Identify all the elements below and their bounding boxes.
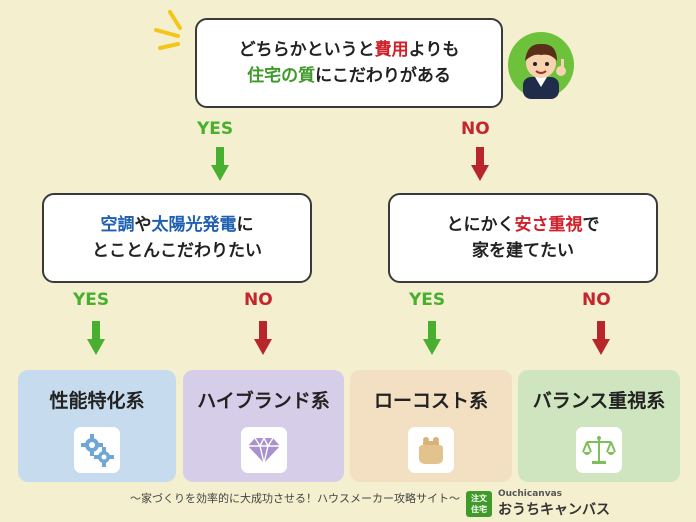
arrow-down-yes-icon <box>211 147 229 181</box>
coin-purse-icon <box>419 437 443 464</box>
site-logo[interactable]: 注文 住宅 Ouchicanvas おうちキャンバス <box>466 489 656 519</box>
result-icon-frame <box>576 427 622 473</box>
answer-yes-label: YES <box>409 290 446 310</box>
result-title: 性能特化系 <box>49 390 145 412</box>
arrow-down-no-icon <box>471 147 489 181</box>
result-title: ハイブランド系 <box>197 390 330 412</box>
q2-text-mid: や <box>134 214 152 235</box>
q1-text-pre: どちらかというと <box>238 39 375 60</box>
q1-text-post: よりも <box>408 39 460 60</box>
result-icon-frame <box>74 427 120 473</box>
q2-highlight-solar: 太陽光発電 <box>151 214 237 235</box>
arrow-down-yes-icon <box>423 321 441 355</box>
result-icon-frame <box>240 427 287 473</box>
answer-yes-label: YES <box>73 290 110 310</box>
result-low-cost: ローコスト系 <box>350 370 512 482</box>
logo-badge: 注文 住宅 <box>466 491 492 517</box>
answer-yes-label: YES <box>197 119 234 139</box>
logo-english: Ouchicanvas <box>498 489 562 499</box>
question-3-line-1: とにかく安さ重視で <box>447 212 600 238</box>
q3-highlight-cheap: 安さ重視 <box>514 214 583 235</box>
site-tagline: 〜家づくりを効率的に大成功させる！ハウスメーカー攻略サイト〜 <box>130 492 460 505</box>
question-2-line-1: 空調や太陽光発電に <box>101 212 254 238</box>
logo-badge-bottom: 住宅 <box>471 505 487 514</box>
balance-scale-icon <box>582 436 616 464</box>
question-3-line-2: 家を建てたい <box>472 241 574 261</box>
question-2-line-2: とことんこだわりたい <box>92 241 262 261</box>
question-cost-vs-quality: どちらかというと費用よりも 住宅の質にこだわりがある <box>195 18 503 108</box>
result-icon-frame <box>408 427 454 473</box>
logo-japanese: おうちキャンバス <box>498 502 610 518</box>
arrow-down-no-icon <box>254 321 272 355</box>
q3-text-post: で <box>582 214 600 235</box>
question-low-cost: とにかく安さ重視で 家を建てたい <box>388 193 658 283</box>
result-high-brand: ハイブランド系 <box>183 370 344 482</box>
q2-text-post: に <box>236 214 254 235</box>
q3-text-pre: とにかく <box>446 214 515 235</box>
logo-badge-top: 注文 <box>471 494 487 503</box>
result-title: ローコスト系 <box>373 390 488 412</box>
arrow-down-no-icon <box>592 321 610 355</box>
q1-text-post-2: にこだわりがある <box>315 66 451 86</box>
answer-no-label: NO <box>244 290 273 310</box>
gears-icon <box>81 434 114 467</box>
character-avatar-icon <box>508 32 574 99</box>
q1-highlight-quality: 住宅の質 <box>247 66 316 86</box>
question-1-line-1: どちらかというと費用よりも <box>239 37 460 63</box>
diamond-icon <box>247 436 280 464</box>
q1-highlight-cost: 費用 <box>374 39 409 60</box>
question-1-line-2: 住宅の質にこだわりがある <box>247 63 451 89</box>
result-title: バランス重視系 <box>532 390 666 412</box>
arrow-down-yes-icon <box>87 321 105 355</box>
result-performance: 性能特化系 <box>18 370 176 482</box>
answer-no-label: NO <box>582 290 611 310</box>
q2-highlight-hvac: 空調 <box>100 214 135 235</box>
answer-no-label: NO <box>461 119 490 139</box>
result-balance: バランス重視系 <box>518 370 680 482</box>
sparkle-lines-icon <box>154 10 182 50</box>
question-hvac-solar: 空調や太陽光発電に とことんこだわりたい <box>42 193 312 283</box>
